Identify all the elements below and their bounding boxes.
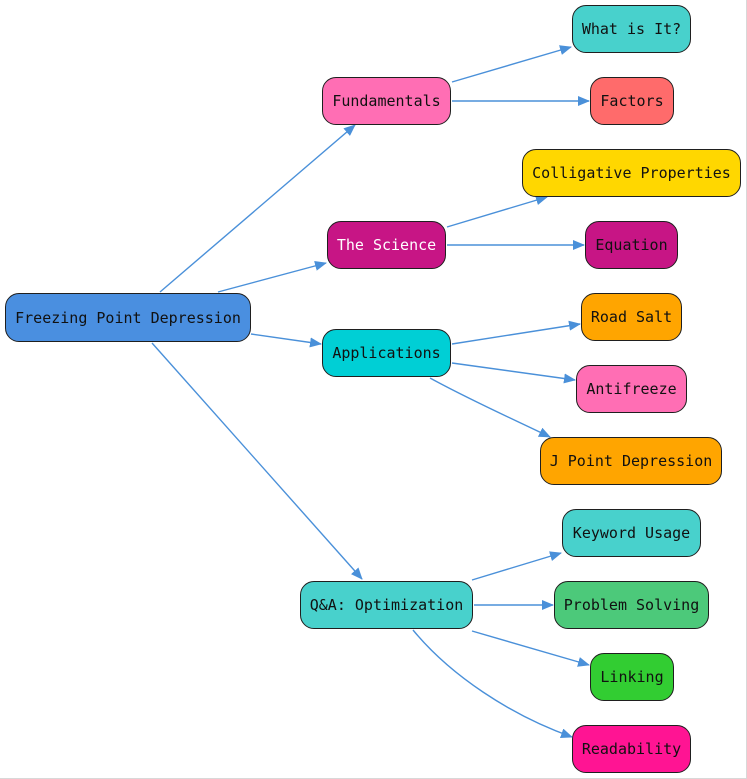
node-problem[interactable]: Problem Solving <box>554 581 709 629</box>
node-label: J Point Depression <box>549 452 713 470</box>
node-label: Freezing Point Depression <box>15 308 241 327</box>
node-label: What is It? <box>581 20 682 38</box>
node-label: Problem Solving <box>563 596 700 614</box>
node-fundamentals[interactable]: Fundamentals <box>322 77 451 125</box>
node-science[interactable]: The Science <box>327 221 446 269</box>
node-antifreeze[interactable]: Antifreeze <box>576 365 687 413</box>
node-label: Fundamentals <box>332 92 441 110</box>
node-label: Factors <box>600 92 664 110</box>
edge-root-to-fundamentals <box>159 124 356 293</box>
node-label: Q&A: Optimization <box>309 596 464 614</box>
node-label: Colligative Properties <box>532 164 731 182</box>
edge-fundamentals-to-whatis <box>451 45 572 83</box>
node-colligative[interactable]: Colligative Properties <box>522 149 741 197</box>
node-label: The Science <box>336 236 437 254</box>
node-roadsalt[interactable]: Road Salt <box>581 293 682 341</box>
node-label: Antifreeze <box>586 380 677 398</box>
edge-qa-to-readability <box>412 629 573 739</box>
node-applications[interactable]: Applications <box>322 329 451 377</box>
node-readability[interactable]: Readability <box>572 725 691 773</box>
edge-qa-to-keyword <box>471 551 562 581</box>
node-label: Equation <box>595 236 668 254</box>
node-keyword[interactable]: Keyword Usage <box>562 509 701 557</box>
node-factors[interactable]: Factors <box>590 77 674 125</box>
edge-applications-to-antifreeze <box>451 362 576 384</box>
edge-applications-to-roadsalt <box>451 320 581 345</box>
node-label: Applications <box>332 344 441 362</box>
node-qa[interactable]: Q&A: Optimization <box>300 581 473 629</box>
node-jpoint[interactable]: J Point Depression <box>540 437 722 485</box>
node-equation[interactable]: Equation <box>585 221 678 269</box>
node-label: Readability <box>581 740 682 758</box>
node-label: Road Salt <box>590 308 673 326</box>
node-label: Keyword Usage <box>572 524 691 542</box>
node-root[interactable]: Freezing Point Depression <box>5 293 251 342</box>
edge-root-to-qa <box>151 342 363 580</box>
edge-applications-to-jpoint <box>429 377 551 438</box>
edge-root-to-applications <box>250 333 322 348</box>
node-linking[interactable]: Linking <box>590 653 674 701</box>
edge-qa-to-linking <box>471 630 590 667</box>
edge-science-to-colligative <box>446 195 548 228</box>
edge-root-to-science <box>217 261 327 293</box>
node-label: Linking <box>600 668 664 686</box>
node-whatis[interactable]: What is It? <box>572 5 691 53</box>
